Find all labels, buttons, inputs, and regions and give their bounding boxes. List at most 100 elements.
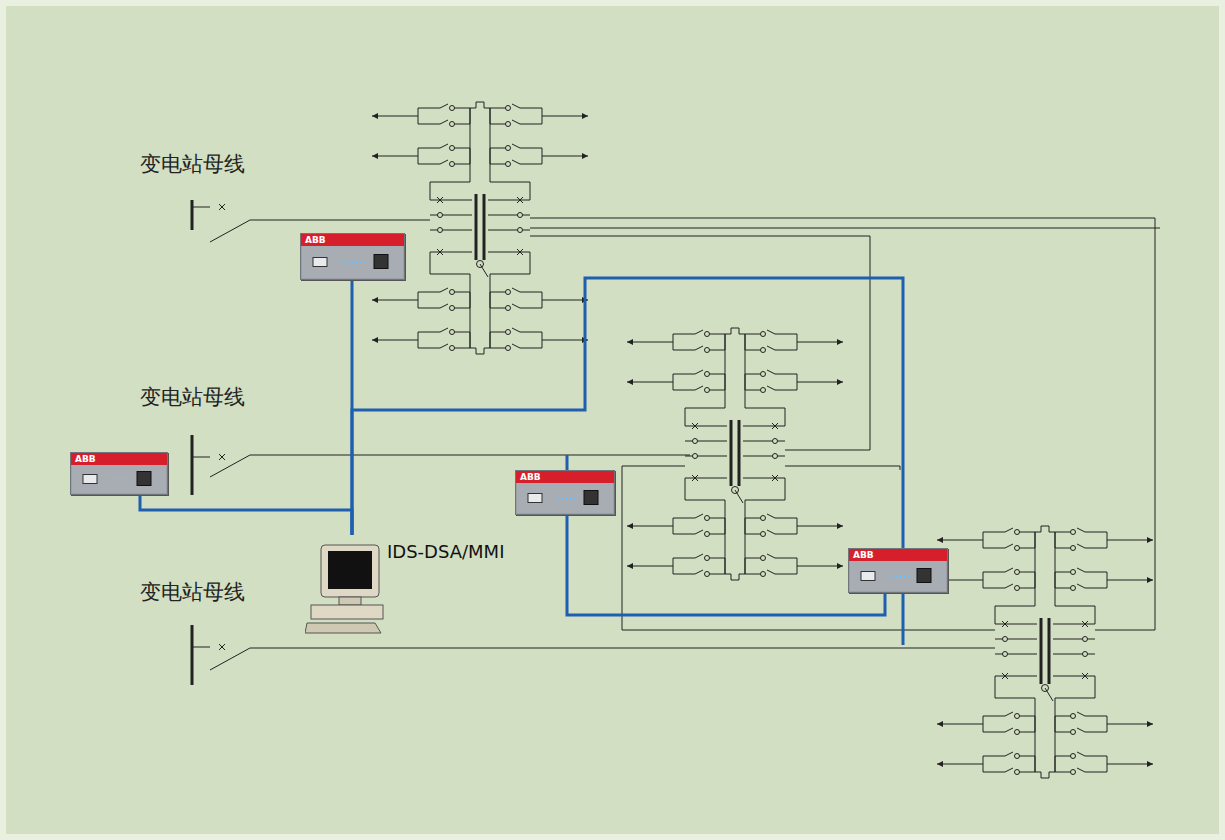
wire-stroke (692, 475, 698, 481)
wire-stroke (983, 732, 1005, 733)
wire-stroke (250, 648, 995, 649)
wire-stroke (1005, 584, 1013, 588)
wire-stroke (418, 108, 419, 124)
wire-stroke (983, 756, 1005, 757)
wire-stroke (488, 230, 530, 231)
wire-stroke (983, 572, 1005, 573)
wire-stroke (1085, 772, 1107, 773)
wire-stroke (517, 197, 523, 203)
wire-stroke (1077, 728, 1085, 732)
wire-stroke (440, 328, 448, 332)
breaker-symbol (705, 556, 710, 561)
wire-stroke (775, 390, 797, 391)
wire-stroke (673, 558, 674, 574)
feeder-arrow (837, 563, 843, 569)
wire-stroke (1077, 544, 1085, 548)
wire-stroke (767, 346, 775, 350)
wire-stroke (995, 676, 1037, 677)
feeder-arrow (1147, 721, 1153, 727)
wire-stroke (437, 197, 443, 203)
wire-stroke (219, 454, 225, 460)
wire-stroke (219, 644, 225, 650)
wire-stroke (1107, 540, 1153, 541)
wire-stroke (440, 144, 448, 148)
wire-stroke (488, 215, 530, 216)
wire-stroke (685, 390, 725, 426)
breaker-symbol (1015, 586, 1020, 591)
wire-stroke (520, 148, 542, 149)
wire-stroke (440, 344, 448, 348)
feeder-arrow (1147, 761, 1153, 767)
breaker-symbol (773, 439, 778, 444)
wire-stroke (470, 290, 471, 348)
wire-stroke (517, 197, 523, 203)
breaker-symbol (705, 388, 710, 393)
wire-stroke (192, 457, 210, 458)
wire-stroke (1082, 621, 1088, 627)
wire-stroke (520, 348, 542, 349)
wire-stroke (512, 104, 520, 108)
wire-stroke (1077, 568, 1085, 572)
wire-stroke (418, 332, 419, 348)
breaker-symbol (506, 122, 511, 127)
breaker-symbol (506, 106, 511, 111)
wire-stroke (1107, 724, 1153, 725)
wire-stroke (512, 344, 520, 348)
wire-stroke (685, 478, 725, 516)
breaker-symbol (450, 290, 455, 295)
wire-stroke (558, 498, 578, 499)
wire-stroke (490, 290, 491, 348)
wire-stroke (430, 252, 470, 290)
panel-face (302, 246, 403, 278)
wire-stroke (418, 348, 440, 349)
display-symbol (374, 255, 388, 269)
breaker-symbol (438, 213, 443, 218)
wire-stroke (437, 249, 443, 255)
wire-stroke (692, 423, 698, 429)
wire-stroke (437, 249, 443, 255)
wire-stroke (520, 108, 542, 109)
wire-stroke (725, 516, 726, 574)
breaker-symbol (506, 306, 511, 311)
computer-icon (305, 535, 385, 635)
wire-stroke (520, 164, 542, 165)
breaker-symbol (1003, 637, 1008, 642)
ids-device: ABB (70, 452, 168, 495)
device-panel (71, 465, 167, 494)
breaker-symbol (705, 372, 710, 377)
wire-stroke (735, 490, 743, 503)
wire-stroke (627, 382, 673, 383)
breaker-symbol (1071, 714, 1076, 719)
wire-stroke (343, 262, 363, 263)
wire-stroke (725, 574, 745, 580)
wire-stroke (937, 724, 983, 725)
wire-stroke (983, 532, 984, 548)
wire-stroke (995, 639, 1037, 640)
ids-device: ABB (300, 233, 405, 280)
wire-stroke (767, 514, 775, 518)
wire-stroke (772, 475, 778, 481)
wire-stroke (542, 332, 543, 348)
wire-stroke (891, 576, 911, 577)
wire-stroke (512, 120, 520, 124)
wire-stroke (1077, 768, 1085, 772)
wire-stroke (775, 534, 797, 535)
wire-stroke (542, 292, 543, 308)
feeder-arrow (937, 761, 943, 767)
device-brand: ABB (849, 549, 947, 561)
wire-stroke (767, 370, 775, 374)
wire-stroke (725, 334, 726, 390)
breaker-symbol (1071, 586, 1076, 591)
wire-stroke (530, 218, 1155, 630)
breaker-symbol (1003, 652, 1008, 657)
feeder-arrow (837, 523, 843, 529)
feeder-arrow (582, 153, 588, 159)
wire-stroke (1077, 712, 1085, 716)
wire-stroke (512, 144, 520, 148)
breaker-symbol (761, 388, 766, 393)
wire-stroke (767, 386, 775, 390)
wire-stroke (1055, 532, 1056, 588)
wire-stroke (1005, 712, 1013, 716)
wire-stroke (627, 342, 673, 343)
wire-stroke (1055, 676, 1095, 714)
